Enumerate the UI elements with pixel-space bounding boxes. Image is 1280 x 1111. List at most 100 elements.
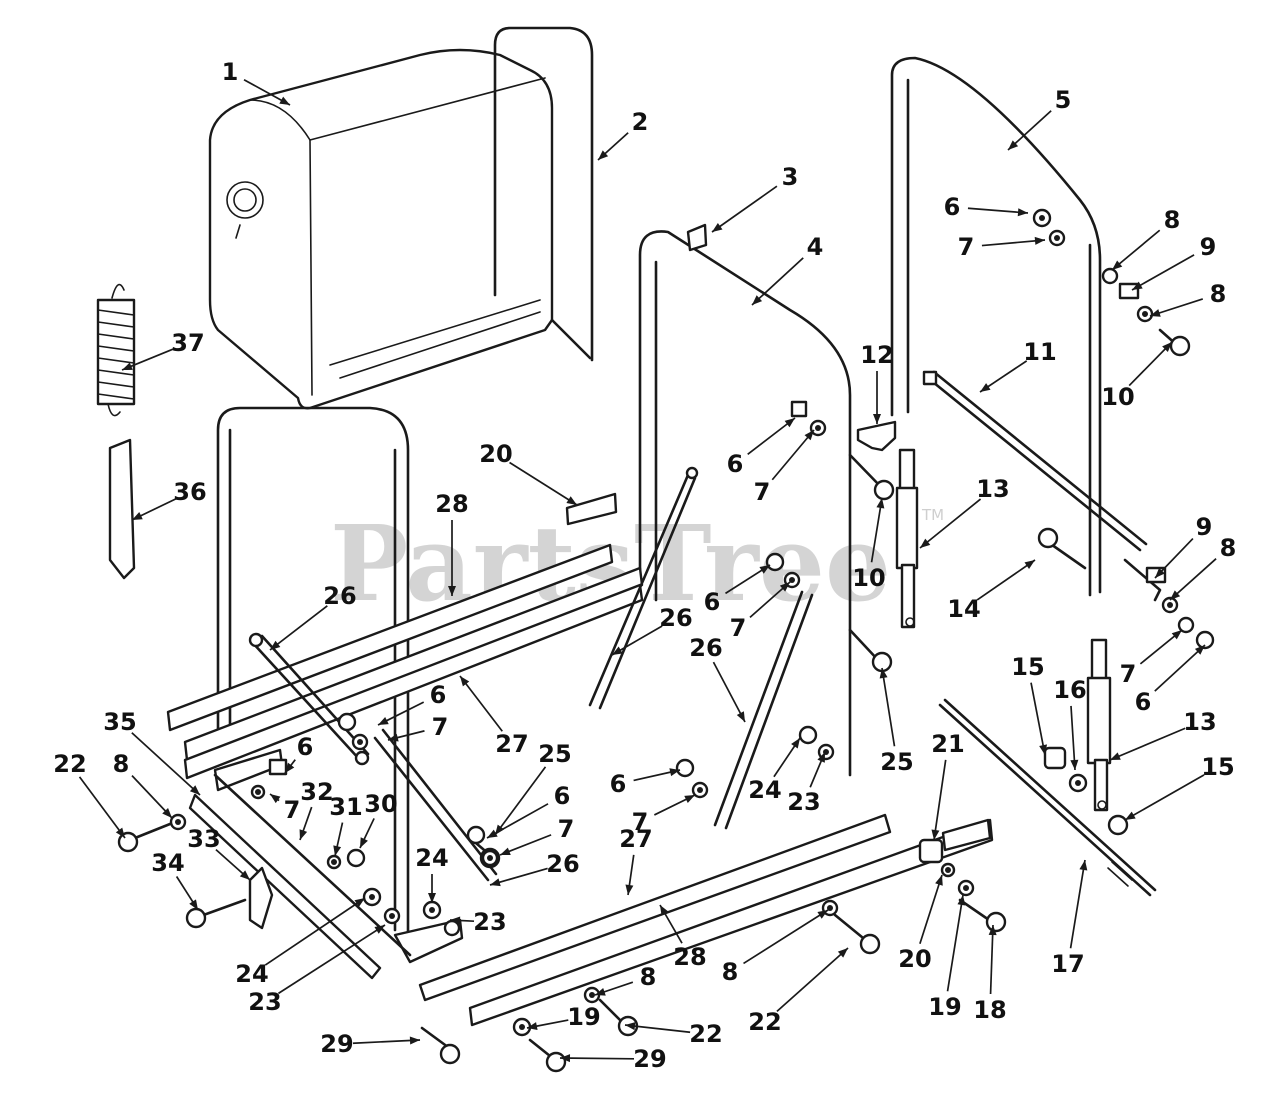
callout-leader: [919, 498, 982, 549]
callout-arrowhead: [1194, 645, 1205, 655]
callout-arrowhead: [1008, 140, 1019, 150]
callout-leader: [1169, 558, 1217, 601]
callout-number: 7: [958, 233, 975, 261]
callout-arrowhead: [378, 716, 389, 725]
callout-arrowhead: [598, 150, 609, 160]
callout-arrowhead: [560, 1054, 571, 1063]
callout-leader: [494, 766, 547, 836]
callout-arrowhead: [189, 785, 200, 795]
callout-arrowhead: [759, 565, 770, 574]
callout-number: 8: [113, 750, 130, 778]
callout-arrowhead: [1155, 568, 1165, 578]
callout-number: 34: [151, 849, 184, 877]
callout-leader: [981, 239, 1046, 247]
part-side-plate: [188, 793, 382, 980]
callout-arrowhead: [920, 538, 931, 548]
callout-number: 3: [782, 163, 799, 191]
callout-leader: [559, 1057, 635, 1060]
callout-arrowhead: [1039, 744, 1048, 755]
callout-arrowhead: [804, 430, 814, 441]
part-rail-lower-28: [468, 818, 994, 1027]
callout-leader: [459, 675, 503, 732]
callout-number: 15: [1201, 753, 1234, 781]
callout-arrowhead: [784, 418, 795, 428]
callout-number: 35: [103, 708, 136, 736]
callout-arrowhead: [428, 893, 436, 903]
part-spring-plate: [108, 438, 136, 580]
callout-number: 12: [860, 341, 893, 369]
callout-leader: [78, 776, 126, 839]
callout-arrowhead: [612, 646, 623, 655]
callout-leader: [1128, 341, 1173, 387]
callout-arrowhead: [817, 752, 825, 763]
callout-number: 18: [973, 996, 1006, 1024]
callout-number: 28: [673, 943, 706, 971]
callout-number: 8: [1210, 280, 1227, 308]
callout-number: 7: [432, 713, 449, 741]
callout-leader: [1124, 774, 1205, 821]
callout-number: 30: [364, 790, 397, 818]
callout-arrowhead: [360, 837, 368, 848]
callout-arrowhead: [285, 762, 295, 773]
callout-number: 27: [495, 730, 528, 758]
callout-number: 20: [479, 440, 512, 468]
callout-number: 5: [1055, 86, 1072, 114]
callout-number: 7: [632, 808, 649, 836]
callout-arrowhead: [1017, 208, 1028, 217]
part-plate-20: [565, 492, 618, 526]
callout-arrowhead: [1024, 560, 1035, 569]
callout-leader: [967, 207, 1029, 214]
callout-arrowhead: [1162, 342, 1172, 352]
callout-number: 1: [222, 58, 239, 86]
callout-leader: [743, 909, 829, 965]
callout-arrowhead: [409, 1036, 420, 1045]
callout-leader: [1154, 644, 1206, 692]
callout-leader: [870, 497, 883, 563]
callout-arrowhead: [374, 925, 385, 934]
callout-number: 14: [947, 595, 980, 623]
callout-number: 17: [1051, 950, 1084, 978]
callout-arrowhead: [490, 878, 501, 887]
callout-number: 33: [187, 825, 220, 853]
callout-arrowhead: [189, 899, 198, 910]
callout-number: 23: [787, 788, 820, 816]
part-rail-upper-28: [166, 543, 614, 732]
callout-number: 26: [323, 582, 356, 610]
callout-number: 23: [473, 908, 506, 936]
part-rear-handle: [493, 26, 594, 362]
callout-arrowhead: [736, 711, 745, 722]
callout-number: 13: [976, 475, 1009, 503]
callout-number: 6: [727, 450, 744, 478]
callout-arrowhead: [1112, 260, 1123, 270]
callout-number: 24: [235, 960, 268, 988]
callout-number: 6: [704, 588, 721, 616]
callout-number: 37: [171, 329, 204, 357]
callout-number: 27: [619, 825, 652, 853]
callout-number: 16: [1053, 676, 1086, 704]
callout-number: 6: [554, 782, 571, 810]
callout-leader: [509, 461, 578, 506]
callout-leader: [131, 732, 201, 796]
callout-number: 31: [329, 793, 362, 821]
callout-number: 8: [1164, 206, 1181, 234]
callout-arrowhead: [1132, 281, 1143, 290]
callout-number: 22: [53, 750, 86, 778]
part-rail-lower-27: [418, 813, 892, 1002]
part-bolts: [117, 328, 1191, 1073]
part-brace-center: [588, 473, 697, 710]
part-fasteners: [169, 208, 1215, 1037]
part-brace-right: [713, 590, 814, 830]
callout-arrowhead: [1110, 752, 1121, 760]
callout-leader: [711, 185, 778, 233]
callout-arrowhead: [1150, 309, 1161, 317]
callout-number: 6: [944, 193, 961, 221]
callout-arrowhead: [299, 829, 308, 840]
callout-arrowhead: [684, 795, 695, 803]
callout-number: 20: [898, 945, 931, 973]
callout-number: 26: [659, 604, 692, 632]
part-long-rod: [938, 698, 1157, 897]
callout-number: 25: [538, 740, 571, 768]
callout-arrowhead: [1070, 759, 1079, 770]
part-housing: [208, 48, 554, 410]
